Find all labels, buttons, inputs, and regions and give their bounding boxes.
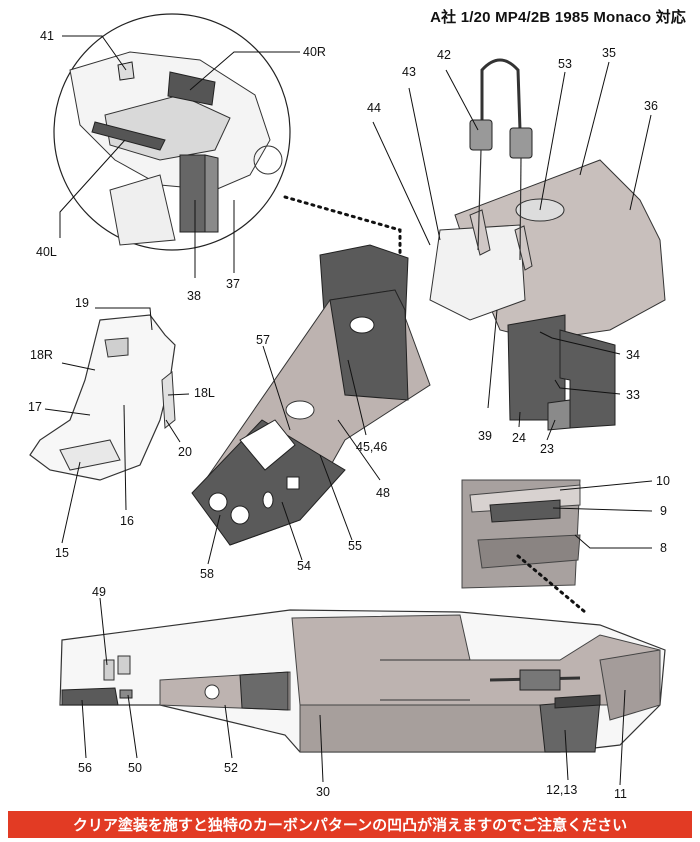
- label-54: 54: [297, 559, 311, 573]
- label-17: 17: [28, 400, 42, 414]
- label-39: 39: [478, 429, 492, 443]
- label-20: 20: [178, 445, 192, 459]
- label-8: 8: [660, 541, 667, 555]
- label-40L: 40L: [36, 245, 57, 259]
- label-52: 52: [224, 761, 238, 775]
- label-40R: 40R: [303, 45, 326, 59]
- decal-38-shape: [179, 154, 206, 233]
- leader-lines-seat: [44, 307, 190, 544]
- cockpit-detail-circle: [53, 13, 291, 251]
- label-41: 41: [40, 29, 54, 43]
- label-58: 58: [200, 567, 214, 581]
- decal-45-46-shape: [329, 289, 409, 401]
- label-56: 56: [78, 761, 92, 775]
- label-18R: 18R: [30, 348, 53, 362]
- label-18L: 18L: [194, 386, 215, 400]
- label-38: 38: [187, 289, 201, 303]
- rear-connector: [516, 554, 587, 614]
- warning-banner: クリア塗装を施すと独特のカーボンパターンの凹凸が消えますのでご注意ください: [8, 811, 692, 838]
- page-title: A社 1/20 MP4/2B 1985 Monaco 対応: [430, 9, 686, 26]
- label-42: 42: [437, 48, 451, 62]
- label-34: 34: [626, 348, 640, 362]
- label-11: 11: [614, 787, 627, 801]
- nose-floor-assembly: [191, 289, 431, 546]
- rear-detail: [461, 479, 581, 589]
- decal-58-shape: [191, 419, 346, 546]
- label-57: 57: [256, 333, 270, 347]
- label-9: 9: [660, 504, 667, 518]
- leader-lines-upper: [207, 61, 652, 565]
- label-37: 37: [226, 277, 240, 291]
- label-53: 53: [558, 57, 572, 71]
- label-24: 24: [512, 431, 526, 445]
- label-50: 50: [128, 761, 142, 775]
- label-55: 55: [348, 539, 362, 553]
- label-48: 48: [376, 486, 390, 500]
- decal-11-shape: [599, 649, 661, 721]
- decal-37-shape: [204, 154, 219, 233]
- label-36: 36: [644, 99, 658, 113]
- label-30: 30: [316, 785, 330, 799]
- label-33: 33: [626, 388, 640, 402]
- label-10: 10: [656, 474, 670, 488]
- label-23: 23: [540, 442, 554, 456]
- label-43: 43: [402, 65, 416, 79]
- seat-assembly: [29, 314, 176, 481]
- decal-12-13-shape: [539, 699, 601, 753]
- label-35: 35: [602, 46, 616, 60]
- decal-40L-shape: [91, 121, 166, 151]
- leader-lines-detail: [59, 35, 300, 278]
- label-12-13: 12,13: [546, 783, 577, 797]
- leader-lines-bottom: [81, 597, 626, 786]
- label-19: 19: [75, 296, 89, 310]
- chassis-side-view: [59, 609, 666, 753]
- label-44: 44: [367, 101, 381, 115]
- label-16: 16: [120, 514, 134, 528]
- label-15: 15: [55, 546, 69, 560]
- decal-56-shape: [61, 687, 119, 706]
- label-49: 49: [92, 585, 106, 599]
- leader-lines-rear: [552, 480, 653, 549]
- label-45-46: 45,46: [356, 440, 387, 454]
